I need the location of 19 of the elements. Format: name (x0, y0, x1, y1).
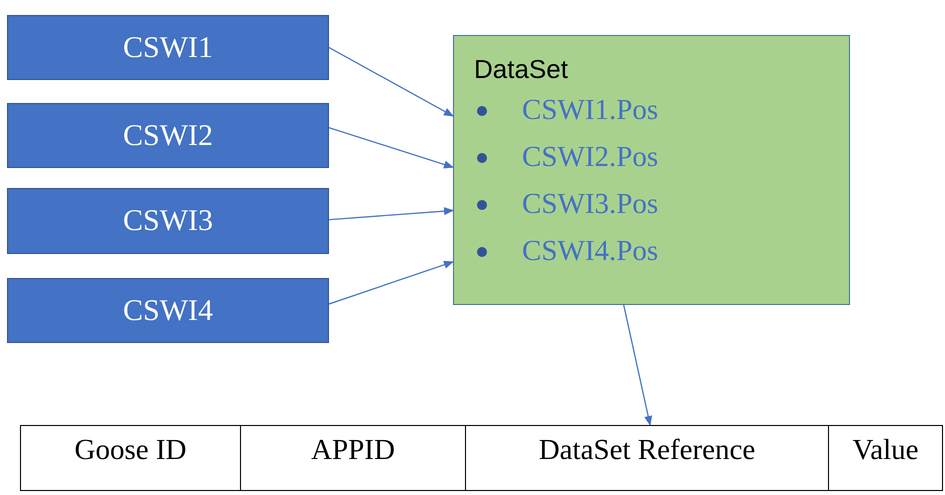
process-box: CSWI3 (7, 188, 329, 254)
arrow (328, 46, 454, 117)
process-box: CSWI1 (7, 15, 329, 80)
table-cell: DataSet Reference (465, 425, 828, 491)
list-item: CSWI4.Pos (522, 235, 658, 267)
table-cell: Goose ID (20, 425, 240, 491)
table-cell: Value (828, 425, 943, 491)
list-item: CSWI3.Pos (522, 188, 658, 220)
arrow (328, 260, 454, 305)
dataset-box (453, 35, 850, 305)
process-box: CSWI2 (7, 103, 329, 168)
process-box: CSWI4 (7, 278, 329, 343)
list-item: CSWI2.Pos (522, 141, 658, 173)
list-item: CSWI1.Pos (522, 94, 658, 126)
arrow (623, 304, 652, 426)
arrow (328, 127, 454, 168)
arrow (328, 207, 454, 220)
dataset-heading: DataSet (474, 54, 569, 85)
table-cell: APPID (240, 425, 465, 491)
